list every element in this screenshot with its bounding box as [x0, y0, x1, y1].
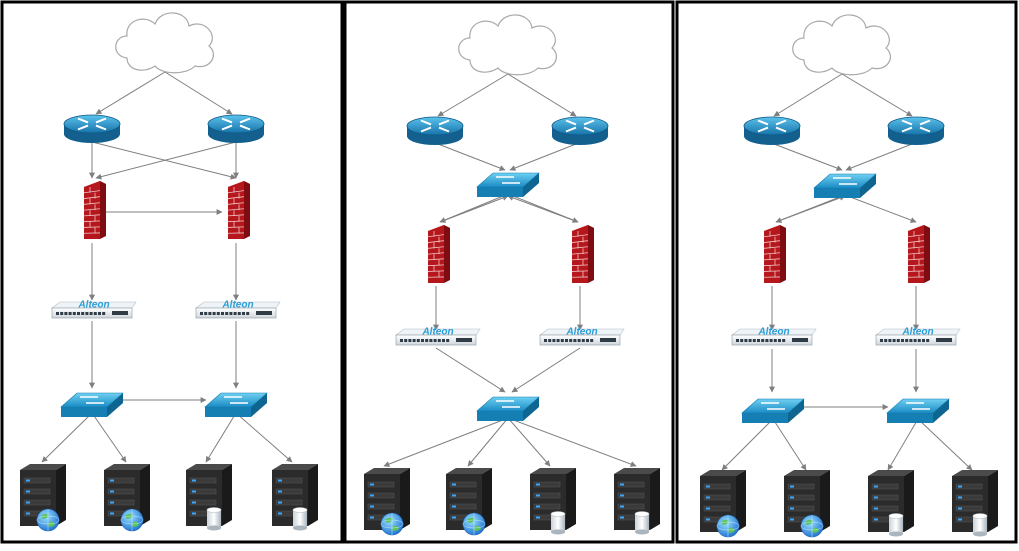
- link-arrow: [436, 348, 505, 392]
- cloud-icon: [459, 15, 557, 75]
- switch-icon: [814, 174, 876, 198]
- link-arrow: [774, 144, 842, 170]
- link-arrow: [773, 419, 806, 470]
- link-arrow: [96, 72, 165, 114]
- link-arrow: [846, 144, 912, 170]
- load-balancer-icon: Alteon: [196, 300, 280, 319]
- db-server-icon: [530, 468, 576, 535]
- switch-icon: [477, 173, 539, 197]
- link-arrow: [440, 196, 508, 222]
- load-balancer-icon: Alteon: [732, 327, 816, 346]
- firewall-icon: [572, 225, 594, 283]
- switch-icon: [205, 393, 267, 417]
- web-server-icon: [700, 470, 746, 537]
- link-arrow: [888, 419, 918, 470]
- link-arrow: [508, 196, 578, 222]
- web-server-icon: [104, 464, 150, 531]
- link-arrow: [508, 74, 576, 116]
- db-server-icon: [186, 464, 232, 531]
- switch-icon: [61, 393, 123, 417]
- link-arrow: [384, 418, 508, 466]
- web-server-icon: [446, 468, 492, 535]
- load-balancer-label: Alteon: [565, 327, 597, 338]
- firewall-icon: [764, 225, 786, 283]
- router-icon: [744, 117, 800, 145]
- firewall-icon: [428, 225, 450, 283]
- load-balancer-label: Alteon: [757, 327, 789, 338]
- link-arrow: [776, 196, 845, 222]
- router-icon: [552, 117, 608, 145]
- link-arrow: [774, 74, 842, 116]
- firewall-icon: [228, 181, 250, 239]
- load-balancer-icon: Alteon: [876, 327, 960, 346]
- link-arrow: [842, 74, 912, 116]
- link-arrow: [236, 413, 292, 462]
- link-arrow: [918, 419, 972, 470]
- db-server-icon: [272, 464, 318, 531]
- link-arrow: [845, 195, 916, 222]
- link-arrow: [165, 72, 232, 114]
- cloud-icon: [116, 13, 214, 73]
- db-server-icon: [614, 468, 660, 535]
- link-arrow: [206, 413, 236, 462]
- router-icon: [888, 117, 944, 145]
- switch-icon: [742, 399, 804, 423]
- web-server-icon: [364, 468, 410, 535]
- link-arrow: [508, 418, 636, 466]
- link-arrow: [438, 74, 508, 116]
- router-icon: [407, 117, 463, 145]
- link-arrow: [42, 413, 92, 462]
- switch-icon: [477, 397, 539, 421]
- link-arrow: [92, 413, 126, 462]
- link-arrow: [438, 144, 505, 170]
- load-balancer-icon: Alteon: [540, 327, 624, 346]
- link-arrow: [508, 418, 550, 466]
- router-icon: [208, 115, 264, 143]
- load-balancer-icon: Alteon: [52, 300, 136, 319]
- firewall-icon: [84, 181, 106, 239]
- load-balancer-label: Alteon: [901, 327, 933, 338]
- db-server-icon: [868, 470, 914, 537]
- load-balancer-label: Alteon: [221, 300, 253, 311]
- load-balancer-icon: Alteon: [396, 327, 480, 346]
- link-arrow: [510, 144, 576, 170]
- switch-icon: [887, 399, 949, 423]
- link-arrow: [512, 348, 580, 392]
- panel-border-3: [677, 2, 1016, 542]
- web-server-icon: [784, 470, 830, 537]
- load-balancer-label: Alteon: [421, 327, 453, 338]
- panel-borders-layer: [2, 2, 1016, 542]
- link-arrow: [468, 418, 508, 466]
- web-server-icon: [20, 464, 66, 531]
- db-server-icon: [952, 470, 998, 537]
- router-icon: [64, 115, 120, 143]
- cloud-icon: [793, 15, 891, 75]
- link-arrow: [722, 419, 773, 470]
- load-balancer-label: Alteon: [77, 300, 109, 311]
- firewall-icon: [908, 225, 930, 283]
